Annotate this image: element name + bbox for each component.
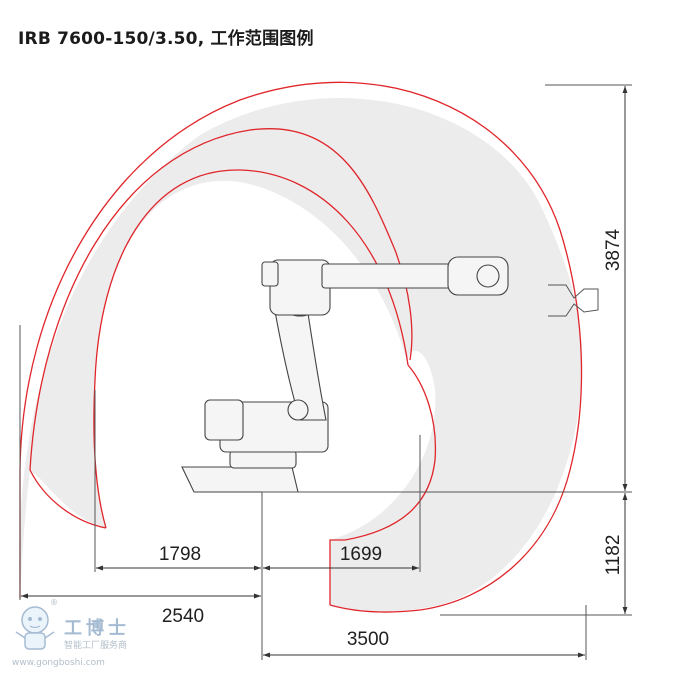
label-outer-front: 3500 xyxy=(347,629,389,650)
tool-outline xyxy=(548,284,599,317)
robot-base xyxy=(181,466,299,493)
robot-counterweight xyxy=(204,399,244,441)
robot-shoulder-joint xyxy=(287,399,309,421)
back-cusp-curve xyxy=(29,469,107,529)
robot-upper-arm xyxy=(321,263,453,289)
label-total-height: 3874 xyxy=(603,228,624,271)
robot-lower-arm xyxy=(272,299,327,421)
watermark-name: 工博士 xyxy=(64,618,130,639)
label-outer-back: 2540 xyxy=(162,606,204,627)
mascot-icon xyxy=(15,606,55,650)
watermark-url: www.gongboshi.com xyxy=(12,658,105,668)
registered-mark: ® xyxy=(50,598,58,607)
label-inner-back: 1798 xyxy=(159,544,201,565)
robot-base-ring xyxy=(229,449,297,469)
robot-wrist-joint xyxy=(476,264,500,288)
front-inner-curve xyxy=(329,364,437,605)
outer-envelope-curve xyxy=(19,81,583,613)
label-inner-front: 1699 xyxy=(340,544,382,565)
robot-shoulder-housing xyxy=(269,259,331,316)
robot-illustration xyxy=(181,256,509,493)
extension-lines xyxy=(19,84,632,660)
watermark-tagline: 智能工厂服务商 xyxy=(64,641,128,651)
robot-motor xyxy=(261,261,279,287)
work-envelope-area xyxy=(19,97,583,612)
inner-envelope-curve xyxy=(93,169,409,529)
page-title: IRB 7600-150/3.50, 工作范围图例 xyxy=(18,29,314,49)
watermark: ® 工博士 智能工厂服务商 www.gongboshi.com xyxy=(8,598,148,676)
label-lower-height: 1182 xyxy=(603,535,624,576)
